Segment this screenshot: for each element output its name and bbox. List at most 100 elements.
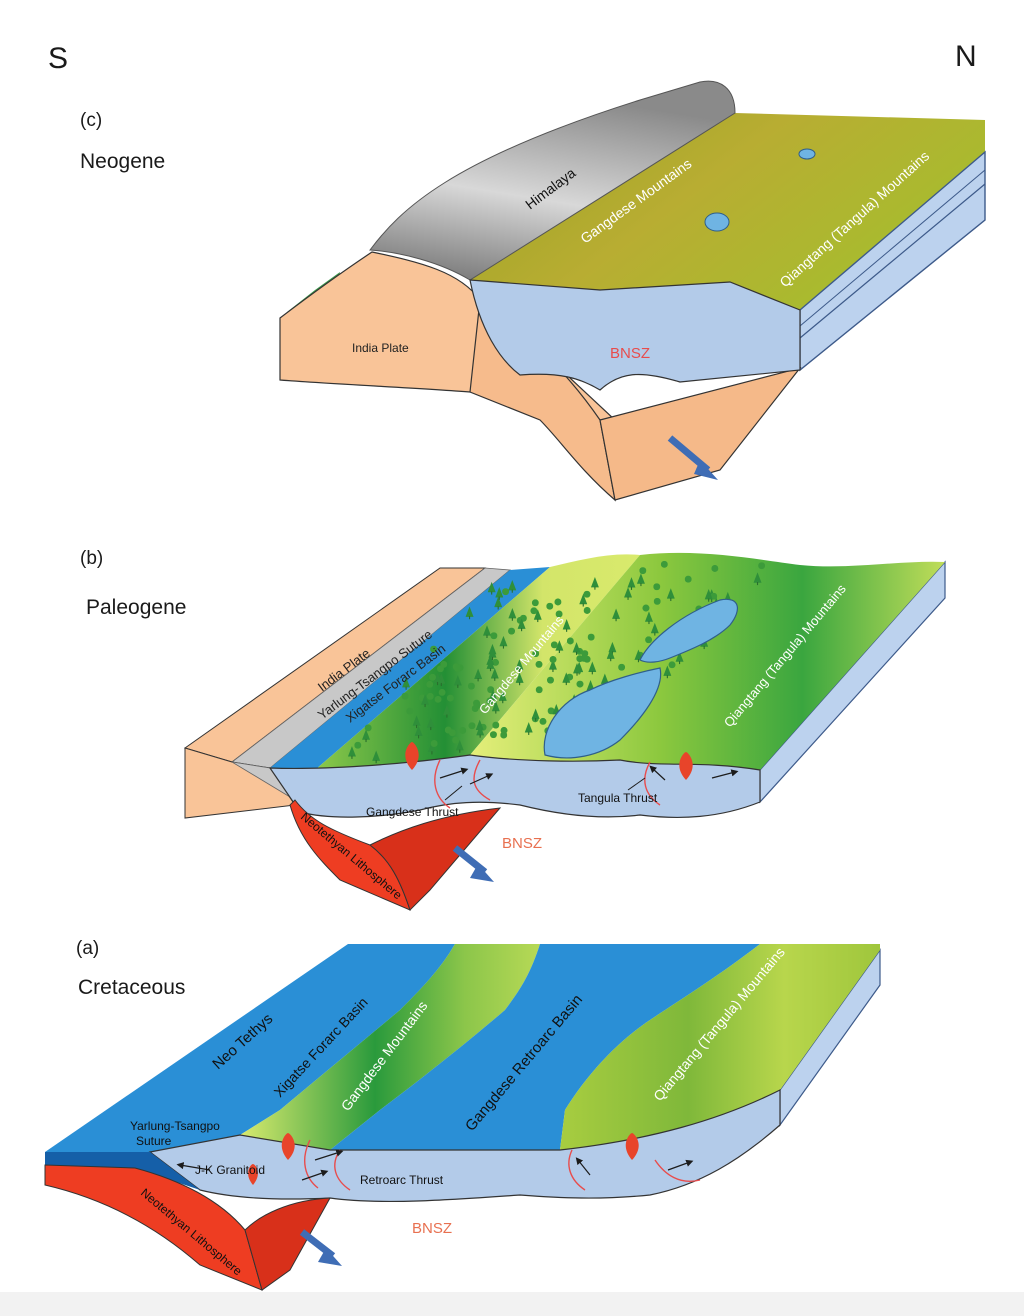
- panel-c-label: (c): [80, 110, 103, 131]
- panel-b-lithosphere-side: [369, 807, 502, 911]
- panel-b-gangdese-thrust-leader: [444, 785, 463, 801]
- panel-c-block: Himalaya Gangdese Mountains Qiangtang (T…: [279, 80, 986, 502]
- panel-b-granitoid-1: [405, 742, 419, 788]
- forest-tree-icon: [618, 663, 626, 671]
- panel-a-granitoid-1: [281, 1133, 295, 1175]
- forest-tree-icon: [546, 602, 554, 610]
- forest-tree-icon: [452, 736, 460, 744]
- panel-a-granitoid-2: [248, 1164, 258, 1196]
- panel-c-period: Neogene: [80, 150, 166, 173]
- forest-tree-icon: [639, 567, 647, 575]
- bottom-strip: [0, 1292, 1024, 1316]
- forest-tree-icon: [660, 560, 668, 568]
- forest-tree-icon: [446, 694, 454, 702]
- panel-a-period: Cretaceous: [78, 976, 186, 999]
- panel-a-label: (a): [76, 938, 100, 959]
- panel-c-lake-1: [704, 212, 730, 232]
- panel-a-thrust-curve-1: [304, 1139, 319, 1189]
- forest-tree-icon: [530, 607, 538, 615]
- panel-b-tangula-thrust-leader: [627, 777, 646, 791]
- forest-tree-icon: [535, 686, 543, 694]
- panel-b-arrow-1: [439, 767, 469, 779]
- panel-a-ocean-front: [45, 1152, 200, 1190]
- forest-tree-icon: [642, 604, 650, 612]
- retroarc-basin-surface: [330, 944, 760, 1150]
- forest-tree-icon: [583, 606, 591, 614]
- forest-tree-icon: [576, 680, 584, 688]
- panel-b-block: India Plate Yarlung-Tsangpo Suture Xigat…: [183, 552, 946, 911]
- panel-a-thrust-curve-4: [654, 1159, 701, 1182]
- panel-a-gangdese-surface: [240, 944, 540, 1150]
- forest-tree-icon: [653, 597, 661, 605]
- retroarc-thrust-label: Retroarc Thrust: [360, 1173, 444, 1187]
- panel-b-label: (b): [80, 548, 104, 569]
- forest-tree-icon: [645, 636, 653, 644]
- panel-b-lake-2: [639, 598, 738, 663]
- forest-tree-icon: [653, 583, 661, 591]
- panel-a-bnsz-label: BNSZ: [412, 1220, 452, 1237]
- panel-a-qiangtang-surface: [560, 944, 880, 1150]
- forest-tree-icon: [426, 680, 434, 688]
- forest-tree-icon: [566, 637, 574, 645]
- forest-tree-icon: [492, 721, 500, 729]
- forest-tree-icon: [758, 562, 766, 570]
- panel-b-tangula-thrust-label: Tangula Thrust: [578, 791, 658, 805]
- forest-tree-icon: [583, 655, 591, 663]
- panel-b-thrust-curve-1: [434, 759, 451, 809]
- forest-tree-icon: [426, 692, 434, 700]
- panel-b-granitoid-2: [679, 752, 693, 798]
- panel-a-arrow-5: [667, 1159, 694, 1171]
- panel-c-arrowhead: [694, 460, 718, 480]
- panel-c-india-plate-label: India Plate: [352, 341, 409, 355]
- panel-a-arrow-4: [575, 1157, 591, 1176]
- panel-b-arrow-3: [649, 765, 666, 781]
- forest-tree-icon: [434, 695, 442, 703]
- panel-a-granitoid-3: [625, 1133, 639, 1175]
- forest-tree-icon: [490, 632, 498, 640]
- forest-tree-icon: [546, 676, 554, 684]
- panel-c-lake-2: [798, 148, 816, 160]
- forest-tree-icon: [459, 726, 467, 734]
- forest-tree-icon: [406, 707, 414, 715]
- forest-tree-icon: [583, 590, 591, 598]
- forest-tree-icon: [438, 688, 446, 696]
- panel-b-arrowhead: [470, 864, 494, 882]
- panel-c-layer-line-2: [799, 169, 986, 327]
- forest-tree-icon: [430, 739, 438, 747]
- panel-b-forearc-strip: [270, 567, 550, 770]
- forest-tree-icon: [468, 722, 476, 730]
- forest-tree-icon: [668, 661, 676, 669]
- panel-c-layer-line-1: [799, 183, 986, 339]
- forest-tree-icon: [413, 683, 421, 691]
- panel-a-arrow-1: [314, 1149, 344, 1161]
- forest-tree-icon: [444, 726, 452, 734]
- panel-a-arrow-2: [301, 1169, 329, 1181]
- forest-tree-icon: [508, 627, 516, 635]
- panel-c-bnsz-label: BNSZ: [610, 345, 650, 362]
- panel-b-bnsz-label: BNSZ: [502, 835, 542, 852]
- panel-a-lithosphere-front: [44, 1164, 263, 1291]
- suture-label-line-1: Yarlung-Tsangpo: [130, 1119, 220, 1133]
- panel-b-gangdese-thrust-label: Gangdese Thrust: [366, 805, 459, 819]
- forest-tree-icon: [436, 665, 444, 673]
- panel-b-lake-1: [543, 667, 662, 759]
- forest-tree-icon: [684, 575, 692, 583]
- forest-tree-icon: [467, 682, 475, 690]
- himalaya-ridge: [369, 80, 736, 281]
- panel-b-gangdese-surface: [315, 554, 640, 770]
- forest-tree-icon: [502, 588, 510, 596]
- panel-b-front-crust: [268, 754, 761, 819]
- panel-b-period: Paleogene: [86, 596, 187, 619]
- forest-tree-icon: [549, 655, 557, 663]
- forest-tree-icon: [500, 726, 508, 734]
- forest-tree-icon: [535, 660, 543, 668]
- forest-tree-icon: [587, 633, 595, 641]
- india-plate-side: [599, 366, 802, 501]
- panel-c-plateau-surface: [470, 113, 985, 310]
- forest-tree-icon: [454, 664, 462, 672]
- suture-label-line-2: Suture: [136, 1134, 172, 1148]
- panel-a-block: Neo Tethys Xigatse Forarc Basin Gangdese…: [44, 944, 881, 1291]
- panel-a-thrust-curve-3: [568, 1149, 586, 1191]
- forest-tree-icon: [354, 741, 362, 749]
